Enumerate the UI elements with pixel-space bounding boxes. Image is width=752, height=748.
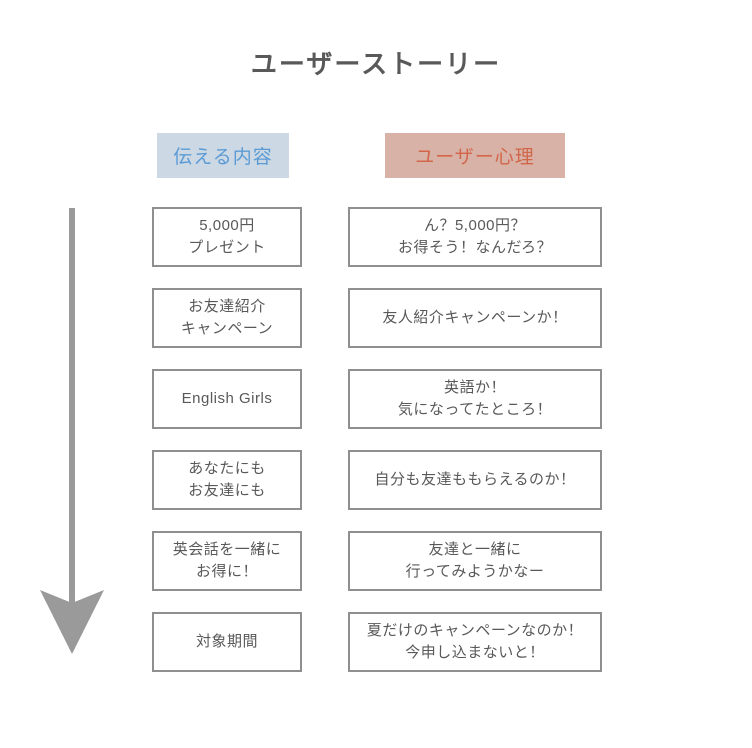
psychology-box: 自分も友達ももらえるのか！: [348, 450, 602, 510]
story-row: 対象期間 夏だけのキャンペーンなのか！ 今申し込まないと！: [152, 612, 602, 672]
psychology-line: 行ってみようかなー: [405, 563, 545, 580]
content-line: あなたにも: [188, 460, 266, 477]
story-row: お友達紹介 キャンペーン 友人紹介キャンペーンか！: [152, 288, 602, 348]
content-box: お友達紹介 キャンペーン: [152, 288, 302, 348]
content-box: 対象期間: [152, 612, 302, 672]
column-header-psychology: ユーザー心理: [385, 133, 565, 178]
content-box: 5,000円 プレゼント: [152, 207, 302, 267]
psychology-line: お得そう！なんだろ？: [397, 239, 553, 256]
content-line: 5,000円: [199, 217, 255, 234]
content-line: プレゼント: [188, 239, 266, 256]
column-header-content-label: 伝える内容: [173, 147, 273, 168]
content-line: お友達にも: [188, 482, 266, 499]
psychology-line: 友人紹介キャンペーンか！: [382, 309, 568, 326]
psychology-line: 夏だけのキャンペーンなのか！: [366, 622, 584, 639]
story-row: 英会話を一緒に お得に！ 友達と一緒に 行ってみようかなー: [152, 531, 602, 591]
psychology-box: 夏だけのキャンペーンなのか！ 今申し込まないと！: [348, 612, 602, 672]
psychology-line: 今申し込まないと！: [405, 644, 545, 661]
story-row: English Girls 英語か！ 気になってたところ！: [152, 369, 602, 429]
column-header-content: 伝える内容: [157, 133, 289, 178]
content-line: 対象期間: [195, 633, 258, 650]
psychology-box: 友人紹介キャンペーンか！: [348, 288, 602, 348]
content-line: キャンペーン: [180, 320, 274, 337]
story-row: 5,000円 プレゼント ん？5,000円？ お得そう！なんだろ？: [152, 207, 602, 267]
content-line: English Girls: [181, 390, 273, 407]
content-box: English Girls: [152, 369, 302, 429]
psychology-box: 友達と一緒に 行ってみようかなー: [348, 531, 602, 591]
psychology-line: 英語か！: [443, 379, 506, 396]
column-header-psychology-label: ユーザー心理: [415, 147, 535, 168]
psychology-box: ん？5,000円？ お得そう！なんだろ？: [348, 207, 602, 267]
content-box: 英会話を一緒に お得に！: [152, 531, 302, 591]
story-rows: 5,000円 プレゼント ん？5,000円？ お得そう！なんだろ？ お友達紹介 …: [152, 207, 602, 693]
psychology-line: 友達と一緒に: [428, 541, 522, 558]
page-title: ユーザーストーリー: [250, 49, 502, 79]
content-line: お友達紹介: [188, 298, 266, 315]
content-line: 英会話を一緒に: [172, 541, 282, 558]
story-row: あなたにも お友達にも 自分も友達ももらえるのか！: [152, 450, 602, 510]
psychology-line: ん？5,000円？: [423, 217, 527, 234]
psychology-line: 自分も友達ももらえるのか！: [374, 471, 576, 488]
psychology-line: 気になってたところ！: [397, 401, 553, 418]
content-box: あなたにも お友達にも: [152, 450, 302, 510]
content-line: お得に！: [195, 563, 258, 580]
psychology-box: 英語か！ 気になってたところ！: [348, 369, 602, 429]
down-arrow-icon: [40, 208, 104, 654]
